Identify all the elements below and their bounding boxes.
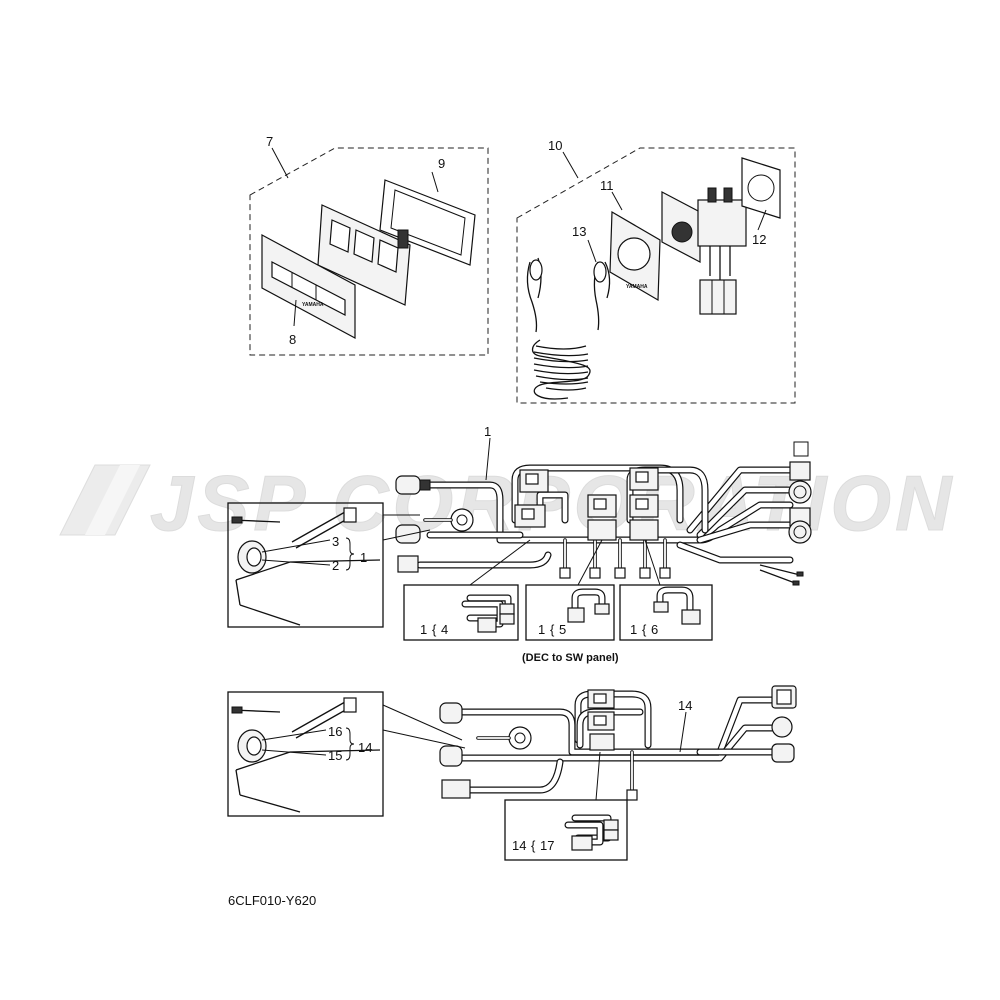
brand-mark-11: YAMAHA (626, 284, 648, 290)
caption-dec-to-sw-panel: (DEC to SW panel) (522, 652, 619, 664)
leader-sub-harness-5 (577, 539, 603, 586)
callout-2: 2 (332, 558, 339, 573)
detail-box-sensor-1: 3 2 1 (227, 502, 431, 628)
callout-9: 9 (438, 156, 445, 171)
callout-5: 5 (559, 622, 566, 637)
group-7-outline (249, 147, 489, 356)
callout-15: 15 (328, 748, 342, 763)
detail-box-sensor-14: 16 15 14 (227, 691, 466, 817)
switch-panel-group: YAMAHA 7 9 8 (249, 134, 489, 356)
leader-sub-harness-4 (469, 539, 531, 586)
callout-11: 11 (600, 178, 614, 193)
callout-1b: 1 (360, 550, 367, 565)
callout-1d: 1 (538, 622, 545, 637)
panel-base (317, 204, 411, 306)
leader-sub-harness-6 (644, 539, 661, 586)
sub-harness-6-box: 1 { 6 (619, 584, 713, 641)
sub-harness-17-box: 14 { 17 (504, 799, 628, 861)
callout-4: 4 (441, 622, 448, 637)
detail-leader-14 (382, 704, 466, 749)
svg-text:{: { (642, 622, 647, 637)
wire-harness-14 (439, 685, 797, 801)
sub-harness-5-box: 1 { 5 (525, 584, 615, 641)
callout-7: 7 (266, 134, 273, 149)
callout-10: 10 (548, 138, 562, 153)
svg-text:{: { (531, 838, 536, 853)
group-10-outline (516, 147, 796, 404)
brand-mark-8: YAMAHA (302, 302, 324, 308)
leader-sub-harness-17 (595, 751, 601, 801)
gasket-12 (741, 157, 781, 219)
drawing-code: 6CLF010-Y620 (228, 893, 316, 908)
callout-14c: 14 (512, 838, 526, 853)
leader-1 (485, 437, 491, 481)
callout-3: 3 (332, 534, 339, 549)
stop-switch-body (661, 187, 747, 315)
switch-panel-8: YAMAHA (261, 233, 356, 340)
callout-6: 6 (651, 622, 658, 637)
callout-1c: 1 (420, 622, 427, 637)
detail-leader (382, 514, 431, 541)
leader-14 (679, 711, 687, 753)
switch-cover-11: YAMAHA (609, 210, 661, 302)
callout-14b: 14 (358, 740, 372, 755)
svg-text:{: { (432, 622, 437, 637)
stop-switch-group: YAMAHA 10 11 13 12 (516, 138, 796, 404)
callout-14a: 14 (678, 698, 692, 713)
callout-1e: 1 (630, 622, 637, 637)
lanyard-13 (526, 257, 611, 400)
callout-17: 17 (540, 838, 554, 853)
callout-13: 13 (572, 224, 586, 239)
callout-12: 12 (752, 232, 766, 247)
callout-1a: 1 (484, 424, 491, 439)
callout-8: 8 (289, 332, 296, 347)
callout-16: 16 (328, 724, 342, 739)
sub-harness-4-box: 1 { 4 (403, 584, 519, 641)
svg-text:{: { (550, 622, 555, 637)
wire-harness-1 (395, 441, 812, 586)
gasket-9 (379, 179, 476, 266)
